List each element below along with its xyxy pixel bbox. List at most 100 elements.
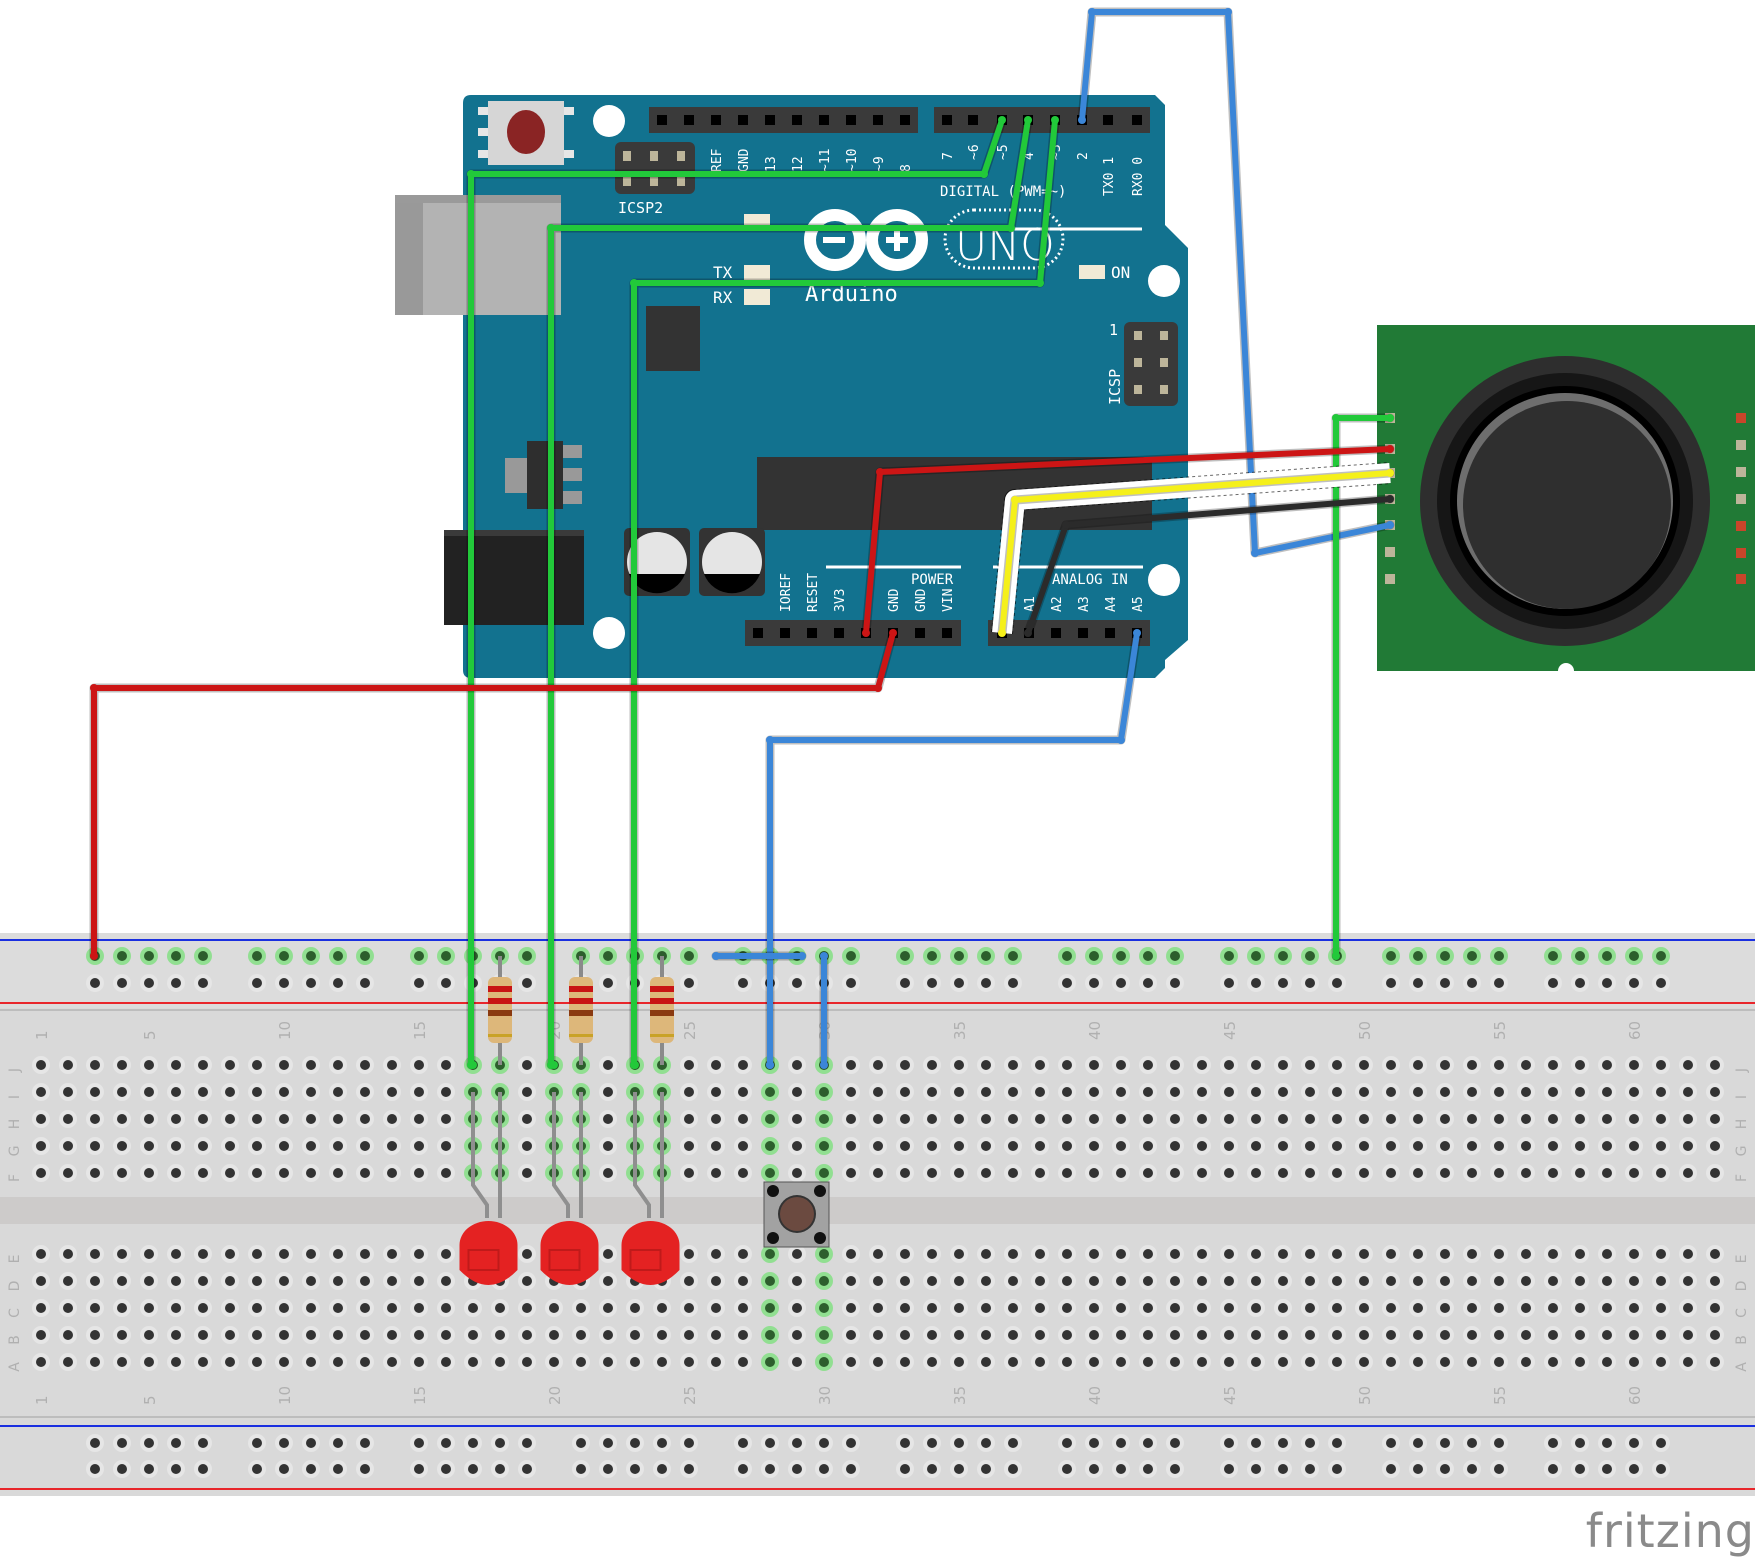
breadboard-hole[interactable] [954, 1087, 964, 1097]
wire-bend[interactable] [998, 629, 1006, 637]
breadboard-hole[interactable] [414, 1141, 424, 1151]
breadboard-hole[interactable] [1656, 1168, 1666, 1178]
breadboard-hole[interactable] [1548, 1168, 1558, 1178]
breadboard-hole[interactable] [1197, 1330, 1207, 1340]
breadboard-hole[interactable] [225, 1141, 235, 1151]
breadboard-hole[interactable] [522, 978, 532, 988]
breadboard-hole[interactable] [1251, 1276, 1261, 1286]
breadboard-hole[interactable] [1332, 1303, 1342, 1313]
breadboard-hole[interactable] [1332, 1060, 1342, 1070]
breadboard-hole[interactable] [1548, 1141, 1558, 1151]
breadboard-hole[interactable] [468, 1438, 478, 1448]
breadboard-hole[interactable] [144, 1087, 154, 1097]
breadboard-hole[interactable] [1278, 1464, 1288, 1474]
wire-bend[interactable] [1036, 279, 1044, 287]
breadboard-hole[interactable] [603, 1114, 613, 1124]
breadboard-hole[interactable] [1062, 1141, 1072, 1151]
breadboard-hole[interactable] [1278, 1438, 1288, 1448]
breadboard-hole[interactable] [1197, 1168, 1207, 1178]
breadboard-hole[interactable] [441, 1303, 451, 1313]
breadboard-hole[interactable] [1089, 1438, 1099, 1448]
breadboard-hole[interactable] [1440, 1357, 1450, 1367]
breadboard-hole[interactable] [765, 1357, 775, 1367]
breadboard-hole[interactable] [1413, 978, 1423, 988]
breadboard-hole[interactable] [792, 1249, 802, 1259]
breadboard-hole[interactable] [1197, 1141, 1207, 1151]
breadboard-hole[interactable] [1170, 1357, 1180, 1367]
wire-bend[interactable] [1224, 8, 1232, 16]
breadboard-hole[interactable] [1386, 1249, 1396, 1259]
breadboard-hole[interactable] [387, 1168, 397, 1178]
breadboard-hole[interactable] [198, 1303, 208, 1313]
breadboard-hole[interactable] [792, 1168, 802, 1178]
breadboard-hole[interactable] [1062, 1464, 1072, 1474]
breadboard-hole[interactable] [684, 1060, 694, 1070]
breadboard-hole[interactable] [1008, 951, 1018, 961]
wire-bend[interactable] [1007, 224, 1015, 232]
breadboard-hole[interactable] [522, 1168, 532, 1178]
breadboard-hole[interactable] [1548, 951, 1558, 961]
wire-bend[interactable] [1386, 445, 1394, 453]
breadboard-hole[interactable] [360, 951, 370, 961]
breadboard-hole[interactable] [1008, 1303, 1018, 1313]
breadboard-hole[interactable] [900, 1330, 910, 1340]
breadboard-hole[interactable] [873, 1303, 883, 1313]
digital-pin[interactable] [942, 115, 952, 125]
digital-pin[interactable] [873, 115, 883, 125]
breadboard-hole[interactable] [36, 1141, 46, 1151]
breadboard-hole[interactable] [1440, 951, 1450, 961]
breadboard-hole[interactable] [63, 1330, 73, 1340]
breadboard-hole[interactable] [684, 1141, 694, 1151]
breadboard-hole[interactable] [1386, 951, 1396, 961]
breadboard-hole[interactable] [927, 1249, 937, 1259]
breadboard-hole[interactable] [1413, 1357, 1423, 1367]
joystick-pin[interactable] [1736, 467, 1746, 477]
breadboard-hole[interactable] [198, 951, 208, 961]
breadboard-hole[interactable] [1116, 1276, 1126, 1286]
wire-bend[interactable] [820, 1061, 828, 1069]
breadboard-hole[interactable] [711, 1168, 721, 1178]
breadboard-hole[interactable] [1710, 1357, 1720, 1367]
breadboard-hole[interactable] [1467, 1141, 1477, 1151]
breadboard-hole[interactable] [1548, 1114, 1558, 1124]
breadboard-hole[interactable] [279, 1249, 289, 1259]
breadboard-hole[interactable] [981, 1276, 991, 1286]
breadboard-hole[interactable] [90, 1276, 100, 1286]
joystick-pin[interactable] [1736, 494, 1746, 504]
wire-bend[interactable] [1024, 629, 1032, 637]
breadboard-hole[interactable] [1170, 951, 1180, 961]
breadboard-hole[interactable] [1332, 1249, 1342, 1259]
breadboard-hole[interactable] [576, 1303, 586, 1313]
breadboard-hole[interactable] [198, 1168, 208, 1178]
breadboard-hole[interactable] [630, 1438, 640, 1448]
breadboard-hole[interactable] [333, 1249, 343, 1259]
breadboard-hole[interactable] [1305, 1276, 1315, 1286]
breadboard-hole[interactable] [333, 1060, 343, 1070]
breadboard-hole[interactable] [306, 978, 316, 988]
breadboard-hole[interactable] [1143, 1168, 1153, 1178]
breadboard-hole[interactable] [927, 1276, 937, 1286]
breadboard-hole[interactable] [630, 1303, 640, 1313]
breadboard-hole[interactable] [846, 951, 856, 961]
breadboard-hole[interactable] [1089, 1168, 1099, 1178]
breadboard-hole[interactable] [36, 1330, 46, 1340]
breadboard-hole[interactable] [954, 1060, 964, 1070]
breadboard-hole[interactable] [1602, 1276, 1612, 1286]
breadboard-hole[interactable] [1278, 1168, 1288, 1178]
breadboard-hole[interactable] [252, 1357, 262, 1367]
breadboard-hole[interactable] [522, 1276, 532, 1286]
breadboard-hole[interactable] [1224, 1168, 1234, 1178]
digital-pin[interactable] [819, 115, 829, 125]
breadboard-hole[interactable] [1656, 1464, 1666, 1474]
breadboard-hole[interactable] [63, 1249, 73, 1259]
breadboard-hole[interactable] [819, 1141, 829, 1151]
breadboard-hole[interactable] [1548, 1330, 1558, 1340]
breadboard-hole[interactable] [819, 1114, 829, 1124]
breadboard-hole[interactable] [738, 1087, 748, 1097]
breadboard-hole[interactable] [1062, 1087, 1072, 1097]
breadboard-hole[interactable] [1089, 1249, 1099, 1259]
breadboard-hole[interactable] [1089, 1464, 1099, 1474]
joystick-pin[interactable] [1736, 440, 1746, 450]
breadboard-hole[interactable] [846, 1464, 856, 1474]
